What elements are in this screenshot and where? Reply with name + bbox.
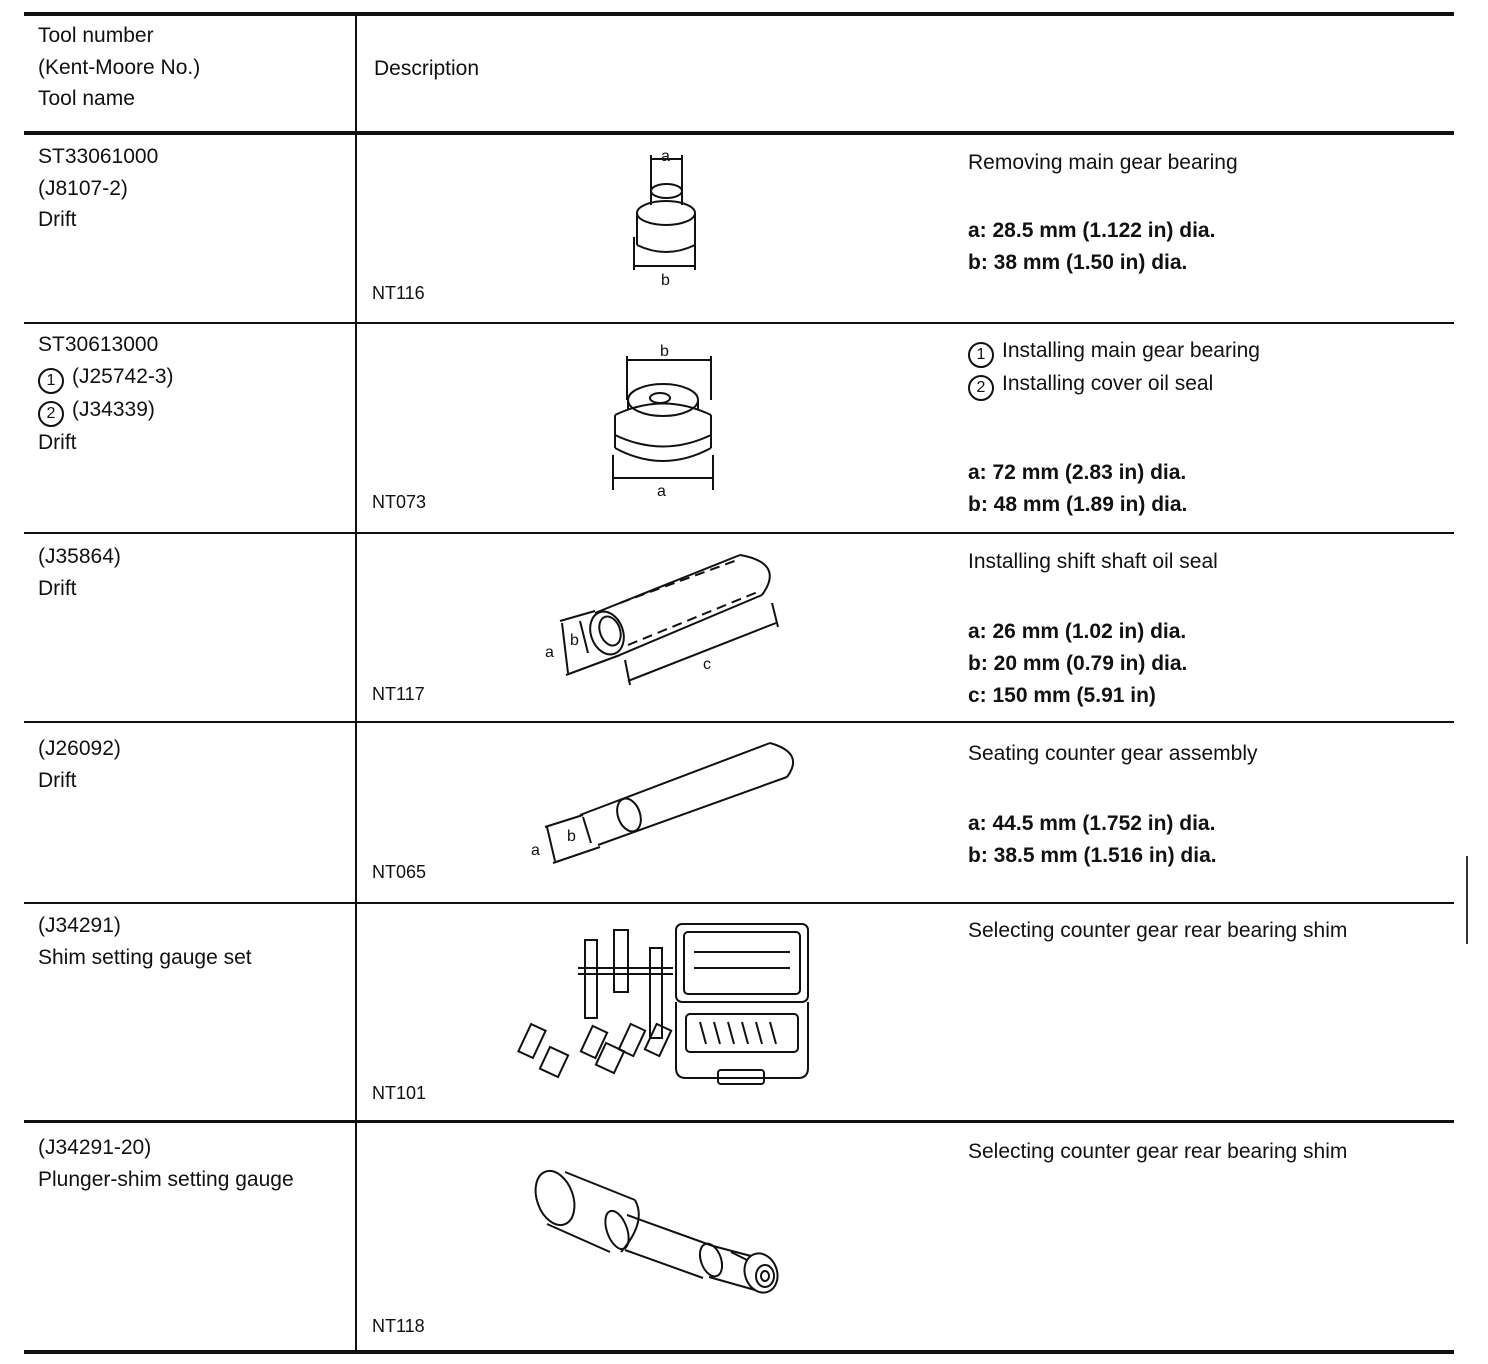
tool-number: ST33061000 bbox=[38, 145, 159, 168]
usage-text: Seating counter gear assembly bbox=[968, 742, 1258, 765]
tool-name: Drift bbox=[38, 208, 77, 231]
header-description: Description bbox=[374, 57, 480, 80]
row-1-tool: ST33061000 (J8107-2) Drift bbox=[38, 141, 158, 236]
kent-moore-number: (J26092) bbox=[38, 737, 121, 760]
kent-moore-number: (J35864) bbox=[38, 545, 121, 568]
row-5-tool: (J34291) Shim setting gauge set bbox=[38, 910, 252, 973]
fig-label-a: a bbox=[661, 148, 670, 165]
circled-number-1: 1 bbox=[968, 342, 994, 368]
kent-moore-number: (J34291) bbox=[38, 914, 121, 937]
figure-code: NT073 bbox=[372, 492, 427, 512]
tool-name: Drift bbox=[38, 430, 77, 454]
table-top-rule bbox=[24, 12, 1454, 16]
figure-code: NT116 bbox=[372, 283, 425, 303]
column-divider bbox=[355, 12, 357, 1354]
margin-mark bbox=[1466, 856, 1468, 944]
circled-number-2: 2 bbox=[38, 400, 64, 427]
usage-text-2: Installing cover oil seal bbox=[1002, 372, 1214, 395]
plunger-shim-setting-gauge-figure bbox=[534, 1169, 779, 1294]
figure-code: NT101 bbox=[372, 1083, 427, 1103]
fig-label-a: a bbox=[545, 644, 554, 661]
row-2-tool: ST30613000 1 (J25742-3) 2 (J34339) Drift bbox=[38, 329, 174, 458]
tool-name: Plunger-shim setting gauge bbox=[38, 1167, 294, 1191]
kent-moore-number-1: (J25742-3) bbox=[72, 364, 174, 388]
dimension-a: a: 26 mm (1.02 in) dia. bbox=[968, 620, 1187, 643]
circled-number-1: 1 bbox=[38, 367, 64, 394]
tool-number: ST30613000 bbox=[38, 333, 159, 356]
row-5-description: Selecting counter gear rear bearing shim bbox=[968, 915, 1347, 947]
header-kent-moore: (Kent-Moore No.) bbox=[38, 55, 201, 79]
figure-code: NT118 bbox=[372, 1316, 425, 1336]
row-3-tool: (J35864) Drift bbox=[38, 541, 121, 604]
usage-text: Selecting counter gear rear bearing shim bbox=[968, 919, 1348, 942]
drift-nt073-figure: b a bbox=[612, 343, 714, 500]
dimension-b: b: 48 mm (1.89 in) dia. bbox=[968, 493, 1188, 516]
kent-moore-number-2: (J34339) bbox=[72, 397, 155, 421]
usage-text-1: Installing main gear bearing bbox=[1002, 339, 1260, 362]
row-4-tool: (J26092) Drift bbox=[38, 733, 121, 796]
dimension-a: a: 72 mm (2.83 in) dia. bbox=[968, 461, 1187, 484]
tool-name: Drift bbox=[38, 576, 77, 600]
fig-label-b: b bbox=[661, 272, 670, 289]
row-rule-5 bbox=[24, 1120, 1454, 1123]
dimension-c: c: 150 mm (5.91 in) bbox=[968, 684, 1156, 707]
drift-nt065-figure: a b bbox=[531, 742, 795, 864]
circled-number-2: 2 bbox=[968, 375, 994, 401]
row-rule-2 bbox=[24, 532, 1454, 534]
figure-code: NT065 bbox=[372, 862, 427, 882]
tool-name: Shim setting gauge set bbox=[38, 945, 252, 969]
row-6-description: Selecting counter gear rear bearing shim bbox=[968, 1136, 1347, 1168]
tool-name: Drift bbox=[38, 768, 77, 792]
row-2-description: 1 Installing main gear bearing 2 Installin… bbox=[968, 335, 1260, 521]
row-1-description: Removing main gear bearing a: 28.5 mm (1… bbox=[968, 147, 1238, 279]
row-rule-3 bbox=[24, 721, 1454, 723]
dimension-b: b: 38.5 mm (1.516 in) dia. bbox=[968, 844, 1217, 867]
dimension-a: a: 28.5 mm (1.122 in) dia. bbox=[968, 219, 1216, 242]
row-4-description: Seating counter gear assembly a: 44.5 mm… bbox=[968, 738, 1258, 872]
header-bottom-rule bbox=[24, 131, 1454, 135]
kent-moore-number: (J34291-20) bbox=[38, 1136, 152, 1159]
drift-nt117-figure: a b c bbox=[545, 554, 779, 686]
figure-code: NT117 bbox=[372, 684, 425, 704]
row-rule-1 bbox=[24, 322, 1454, 324]
table-bottom-rule bbox=[24, 1350, 1454, 1354]
fig-label-c: c bbox=[703, 656, 711, 673]
fig-label-b: b bbox=[660, 343, 669, 360]
row-3-description: Installing shift shaft oil seal a: 26 mm… bbox=[968, 546, 1218, 712]
dimension-b: b: 20 mm (0.79 in) dia. bbox=[968, 652, 1188, 675]
usage-text: Selecting counter gear rear bearing shim bbox=[968, 1140, 1348, 1163]
row-rule-4 bbox=[24, 902, 1454, 904]
fig-label-a: a bbox=[657, 483, 666, 500]
fig-label-a: a bbox=[531, 842, 540, 859]
header-tool-number: Tool number bbox=[38, 24, 154, 47]
row-6-tool: (J34291-20) Plunger-shim setting gauge bbox=[38, 1132, 294, 1195]
header-tool-name: Tool name bbox=[38, 87, 135, 110]
usage-text: Installing shift shaft oil seal bbox=[968, 550, 1218, 573]
kent-moore-number: (J8107-2) bbox=[38, 176, 128, 200]
usage-text: Removing main gear bearing bbox=[968, 151, 1238, 174]
dimension-a: a: 44.5 mm (1.752 in) dia. bbox=[968, 812, 1216, 835]
dimension-b: b: 38 mm (1.50 in) dia. bbox=[968, 251, 1188, 274]
drift-nt116-figure: a b bbox=[633, 148, 696, 289]
header-tool-column: Tool number (Kent-Moore No.) Tool name bbox=[38, 20, 200, 115]
fig-label-b: b bbox=[570, 632, 579, 649]
fig-label-b: b bbox=[567, 828, 576, 845]
shim-setting-gauge-set-figure bbox=[517, 923, 809, 1085]
